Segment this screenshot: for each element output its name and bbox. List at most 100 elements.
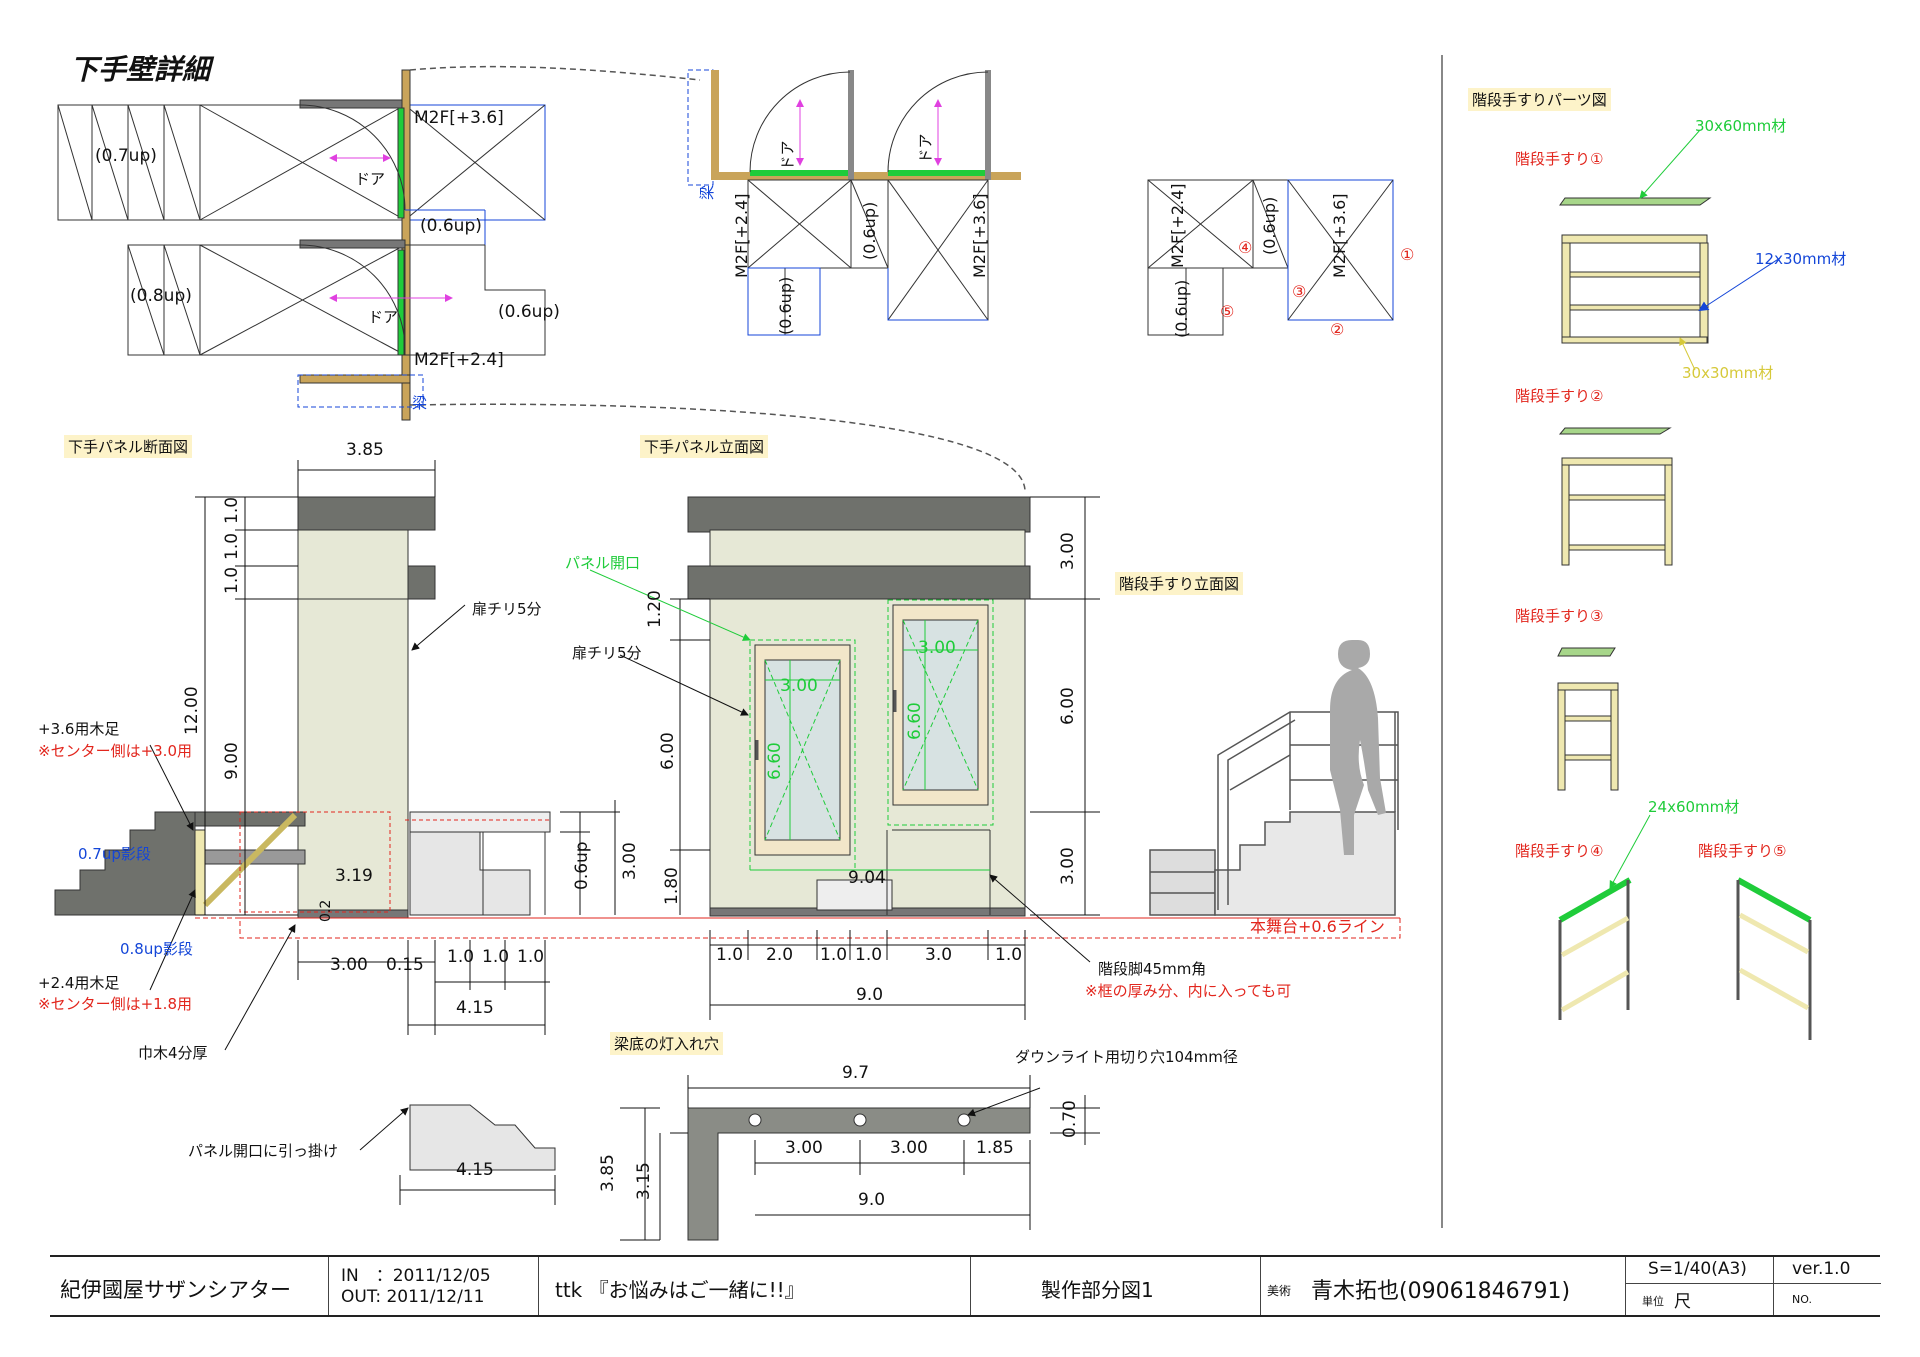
section-view: [54, 496, 1401, 939]
plan-door-label: ドア: [355, 170, 386, 188]
note-foot-36: +3.6用木足: [38, 720, 120, 738]
sheet-cell: 製作部分図1: [970, 1257, 1261, 1315]
dim-label: 6.00: [658, 732, 678, 770]
note-panel-opening: パネル開口: [565, 554, 641, 572]
part-label: 階段手すり③: [1515, 607, 1604, 625]
dim-label: 6.00: [1058, 687, 1078, 725]
unit-value: 尺: [1674, 1292, 1691, 1312]
circled-number: ①: [1400, 245, 1415, 264]
dim-label: 1.0: [517, 947, 545, 967]
plan-door-label: ドア: [778, 140, 797, 171]
handrail-parts: [1557, 197, 1812, 1040]
dim-label: 3.00: [1058, 532, 1078, 570]
in-date: IN ：2011/12/05: [341, 1266, 491, 1286]
production-title: ttk 『お悩みはご一緒に!!』: [555, 1278, 805, 1302]
leaders: [149, 129, 1781, 1151]
version-cell: ver.1.0 NO.: [1773, 1257, 1881, 1315]
plan-up-label: (0.7up): [95, 146, 157, 166]
theater-name: 紀伊國屋サザンシアター: [60, 1278, 291, 1302]
note-door-tolerance: 扉チリ5分: [472, 600, 542, 618]
note-baseboard: 巾木4分厚: [138, 1044, 208, 1062]
plan-up-label: (0.6up): [1260, 196, 1279, 255]
page-title: 下手壁詳細: [70, 53, 211, 86]
plan-level-label: M2F[+3.6]: [414, 108, 504, 128]
dim-label: 4.15: [456, 998, 494, 1018]
plan-level-label: M2F[+2.4]: [1168, 183, 1187, 268]
dim-label: 3.00: [1058, 847, 1078, 885]
part-label: 階段手すり⑤: [1698, 842, 1787, 860]
beam-dims: [620, 1075, 1100, 1241]
circled-number: ④: [1238, 238, 1253, 257]
section-view-title: 下手パネル断面図: [64, 435, 193, 458]
dim-label: 3.19: [335, 866, 373, 886]
dim-label: 1.0: [222, 566, 242, 594]
material-label: 30x30mm材: [1682, 364, 1774, 382]
opening-dim: 6.60: [765, 742, 785, 780]
plan-up-label: (0.6up): [776, 276, 795, 335]
dim-label: 9.0: [856, 985, 884, 1005]
opening-dim: 6.60: [905, 702, 925, 740]
dim-label: 9.04: [848, 868, 886, 888]
dim-label: 9.7: [842, 1063, 870, 1083]
plan-top-middle: [687, 69, 1021, 336]
dim-label: 0.2: [318, 899, 334, 922]
note-stair-leg: 階段脚45mm角: [1098, 960, 1207, 978]
plan-top-left: [57, 69, 546, 421]
note-panel-hook: パネル開口に引っ掛け: [188, 1142, 339, 1160]
dim-label: 1.0: [995, 945, 1023, 965]
plan-up-label: (0.6up): [420, 216, 482, 236]
handrail-elevation-title: 階段手すり立面図: [1115, 572, 1244, 595]
note-shadow-07: 0.7up影段: [78, 845, 151, 863]
dim-label: 1.20: [645, 590, 665, 628]
dim-label: 1.0: [855, 945, 883, 965]
handrail-elevation: [1149, 640, 1399, 916]
leader-arc-elev: [409, 403, 1026, 491]
scale-text: S=1/40(A3): [1648, 1259, 1747, 1279]
note-shadow-08: 0.8up影段: [120, 940, 193, 958]
out-date: OUT: 2011/12/11: [341, 1287, 485, 1307]
dim-label: 12.00: [182, 686, 202, 735]
part-label: 階段手すり②: [1515, 387, 1604, 405]
plan-up-label: (0.6up): [1172, 279, 1191, 338]
dim-label: 3.00: [890, 1138, 928, 1158]
dim-label: 2.0: [766, 945, 794, 965]
circled-number: ②: [1330, 320, 1345, 339]
handrail-parts-title: 階段手すりパーツ図: [1468, 88, 1611, 111]
beam-holes: [687, 1107, 1031, 1241]
plan-level-label: M2F[+3.6]: [1330, 193, 1349, 278]
opening-dim: 3.00: [918, 638, 956, 658]
number-label: NO.: [1792, 1293, 1812, 1306]
dim-label: 3.0: [925, 945, 953, 965]
dim-label: 1.0: [222, 496, 242, 524]
note-foot-24: +2.4用木足: [38, 974, 120, 992]
plan-door-label: ドア: [368, 308, 399, 326]
note-door-tolerance: 扉チリ5分: [572, 644, 642, 662]
plan-up-label: (0.6up): [498, 302, 560, 322]
elevation-view: [687, 496, 1031, 917]
dim-label: 1.0: [222, 532, 242, 560]
dim-label: 1.0: [716, 945, 744, 965]
unit-label: 単位: [1642, 1295, 1664, 1308]
note-stair-leg-detail: ※框の厚み分、内に入っても可: [1085, 982, 1292, 1000]
part-label: 階段手すり①: [1515, 150, 1604, 168]
dim-label: 0.15: [386, 955, 424, 975]
plan-up-label: (0.6up): [860, 201, 879, 260]
dim-label: 3.85: [346, 440, 384, 460]
plan-level-label: M2F[+2.4]: [732, 193, 751, 278]
opening-dim: 3.00: [780, 676, 818, 696]
dim-label: 3.00: [330, 955, 368, 975]
dim-label: 9.00: [222, 742, 242, 780]
note-foot-24-center: ※センター側は+1.8用: [38, 995, 192, 1013]
elevation-view-title: 下手パネル立面図: [640, 435, 769, 458]
plan-level-label: M2F[+3.6]: [970, 193, 989, 278]
dim-label: 4.15: [456, 1160, 494, 1180]
circled-number: ③: [1292, 282, 1307, 301]
material-label: 30x60mm材: [1695, 117, 1787, 135]
section-dims: [195, 460, 620, 1035]
note-downlight: ダウンライト用切り穴104mm径: [1015, 1048, 1238, 1066]
hook-stair: [409, 1104, 556, 1171]
dim-label: 0.6up: [572, 841, 592, 890]
designer-name: 青木拓也(09061846791): [1311, 1279, 1571, 1304]
material-label: 24x60mm材: [1648, 798, 1740, 816]
